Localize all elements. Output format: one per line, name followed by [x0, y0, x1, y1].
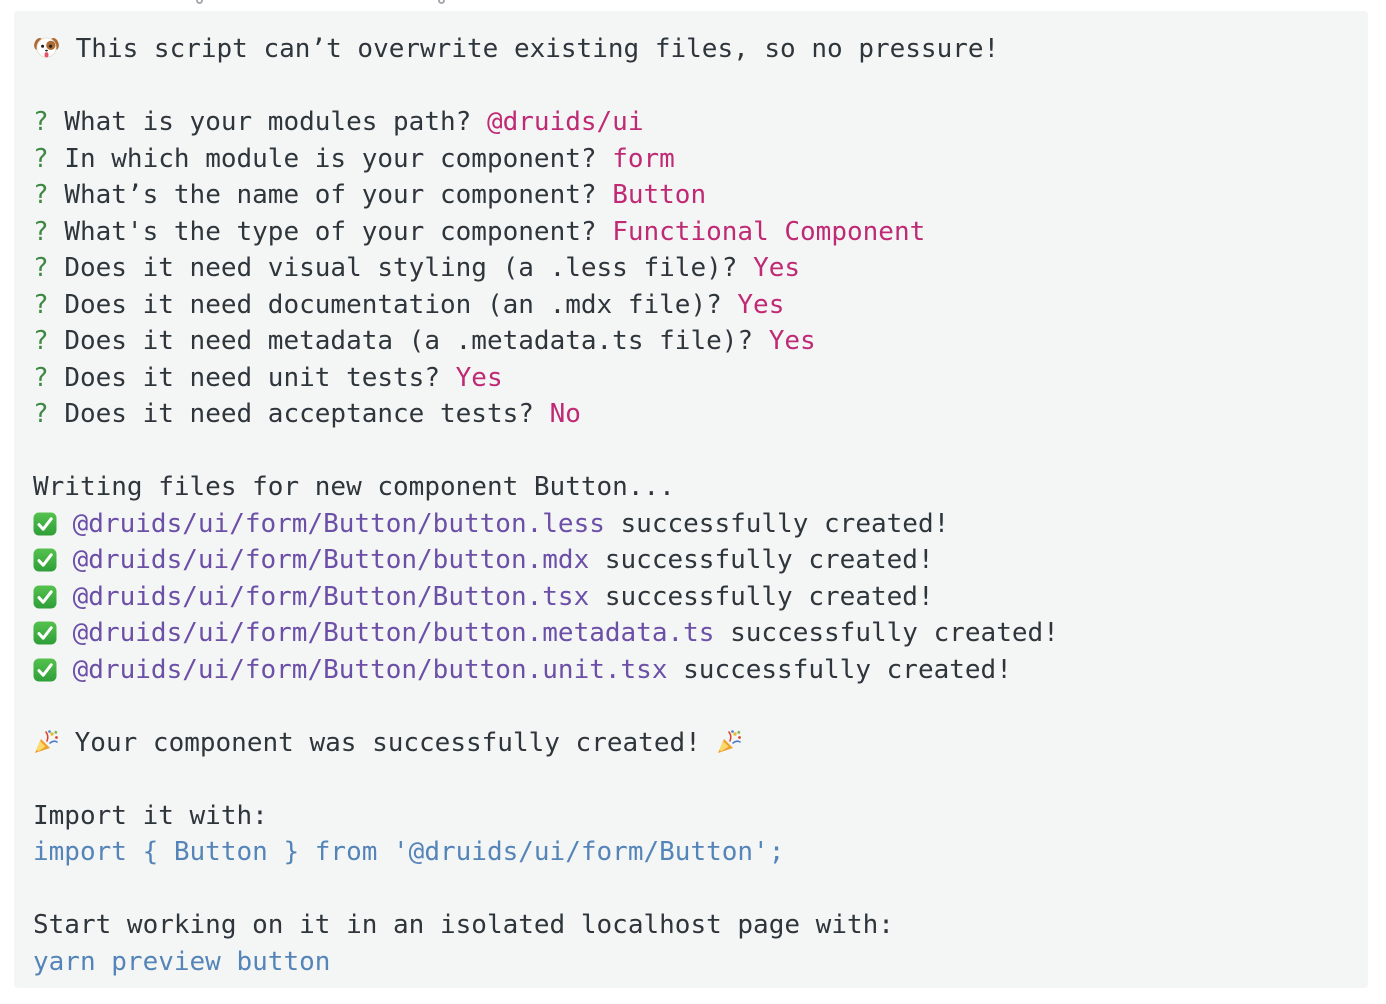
text-segment: What's the type of your component?: [64, 216, 613, 247]
text-segment: Import it with:: [33, 800, 268, 831]
check-icon: [33, 548, 57, 572]
text-segment: successfully created!: [589, 545, 934, 575]
text-segment: @druids/ui/form/Button/Button.tsx: [72, 581, 590, 612]
terminal-line: ? Does it need unit tests? Yes: [33, 360, 1352, 397]
cropped-text-fragment: [438, 0, 445, 4]
terminal-line: @druids/ui/form/Button/button.less succe…: [33, 506, 1352, 543]
terminal-line: ? Does it need visual styling (a .less f…: [33, 250, 1352, 287]
terminal-line: Import it with:: [33, 798, 1352, 835]
check-icon: [33, 512, 57, 536]
terminal-line: import { Button } from '@druids/ui/form/…: [33, 834, 1352, 871]
terminal-line: @druids/ui/form/Button/button.metadata.t…: [33, 615, 1352, 652]
text-segment: ?: [33, 180, 65, 210]
terminal-line: [33, 433, 1352, 470]
text-segment: ?: [33, 253, 65, 283]
text-segment: ?: [33, 216, 65, 247]
text-segment: @druids/ui/form/Button/button.unit.tsx: [72, 654, 668, 685]
text-segment: @druids/ui/form/Button/button.less: [72, 508, 605, 539]
text-segment: [57, 582, 73, 612]
text-segment: What’s the name of your component?: [64, 180, 613, 210]
text-segment: successfully created!: [667, 654, 1012, 685]
text-segment: Does it need documentation (an .mdx file…: [64, 289, 738, 320]
text-segment: In which module is your component?: [64, 143, 613, 174]
text-segment: ?: [33, 289, 65, 320]
text-segment: Button: [612, 180, 707, 210]
text-segment: Yes: [455, 362, 503, 393]
text-segment: successfully created!: [589, 581, 934, 612]
terminal-line: ? What's the type of your component? Fun…: [33, 214, 1352, 251]
text-segment: This script can’t overwrite existing fil…: [60, 34, 1000, 64]
terminal-line: ? Does it need documentation (an .mdx fi…: [33, 287, 1352, 324]
terminal-line: Your component was successfully created!: [33, 725, 1352, 762]
check-icon: [33, 621, 57, 645]
text-segment: ?: [33, 399, 65, 429]
terminal-line: [33, 761, 1352, 798]
text-segment: [57, 655, 73, 685]
text-segment: successfully created!: [714, 618, 1059, 648]
terminal-panel: This script can’t overwrite existing fil…: [14, 11, 1368, 988]
text-segment: No: [549, 399, 581, 429]
text-segment: [57, 618, 73, 648]
text-segment: Functional Component: [612, 216, 926, 247]
terminal-line: [33, 688, 1352, 725]
text-segment: Yes: [753, 253, 801, 283]
text-segment: Does it need metadata (a .metadata.ts fi…: [64, 326, 769, 356]
text-segment: Does it need acceptance tests?: [64, 399, 550, 429]
terminal-line: @druids/ui/form/Button/button.mdx succes…: [33, 542, 1352, 579]
party-icon: [33, 729, 59, 755]
text-segment: [57, 545, 73, 575]
check-icon: [33, 585, 57, 609]
terminal-line: Writing files for new component Button..…: [33, 469, 1352, 506]
text-segment: form: [612, 143, 675, 174]
text-segment: yarn preview button: [33, 946, 331, 977]
text-segment: What is your modules path?: [64, 107, 487, 137]
text-segment: @druids/ui/form/Button/button.mdx: [72, 545, 590, 575]
terminal-line: This script can’t overwrite existing fil…: [33, 31, 1352, 68]
terminal-line: @druids/ui/form/Button/button.unit.tsx s…: [33, 652, 1352, 689]
terminal-line: yarn preview button: [33, 944, 1352, 981]
terminal-line: @druids/ui/form/Button/Button.tsx succes…: [33, 579, 1352, 616]
party-icon: [716, 729, 742, 755]
text-segment: @druids/ui: [486, 107, 644, 137]
check-icon: [33, 658, 57, 682]
text-segment: ?: [33, 107, 65, 137]
terminal-line: [33, 871, 1352, 908]
text-segment: Does it need visual styling (a .less fil…: [64, 253, 754, 283]
terminal-line: [33, 68, 1352, 105]
text-segment: ?: [33, 326, 65, 356]
terminal-line: ? What’s the name of your component? But…: [33, 177, 1352, 214]
terminal-line: ? What is your modules path? @druids/ui: [33, 104, 1352, 141]
text-segment: Your component was successfully created!: [59, 727, 717, 758]
text-segment: ?: [33, 362, 65, 393]
terminal-line: Start working on it in an isolated local…: [33, 907, 1352, 944]
terminal-line: ? Does it need acceptance tests? No: [33, 396, 1352, 433]
text-segment: Does it need unit tests?: [64, 362, 456, 393]
cropped-text-fragment: [196, 0, 203, 4]
terminal-output: This script can’t overwrite existing fil…: [33, 31, 1352, 980]
text-segment: import { Button } from '@druids/ui/form/…: [33, 837, 785, 867]
text-segment: Yes: [737, 289, 785, 320]
text-segment: @druids/ui/form/Button/button.metadata.t…: [72, 618, 715, 648]
text-segment: Writing files for new component Button..…: [33, 472, 675, 502]
text-segment: ?: [33, 143, 65, 174]
dog-icon: [33, 34, 60, 61]
terminal-line: ? Does it need metadata (a .metadata.ts …: [33, 323, 1352, 360]
terminal-line: ? In which module is your component? for…: [33, 141, 1352, 178]
text-segment: [57, 509, 73, 539]
text-segment: successfully created!: [604, 508, 950, 539]
text-segment: Yes: [768, 326, 816, 356]
text-segment: Start working on it in an isolated local…: [33, 910, 894, 940]
